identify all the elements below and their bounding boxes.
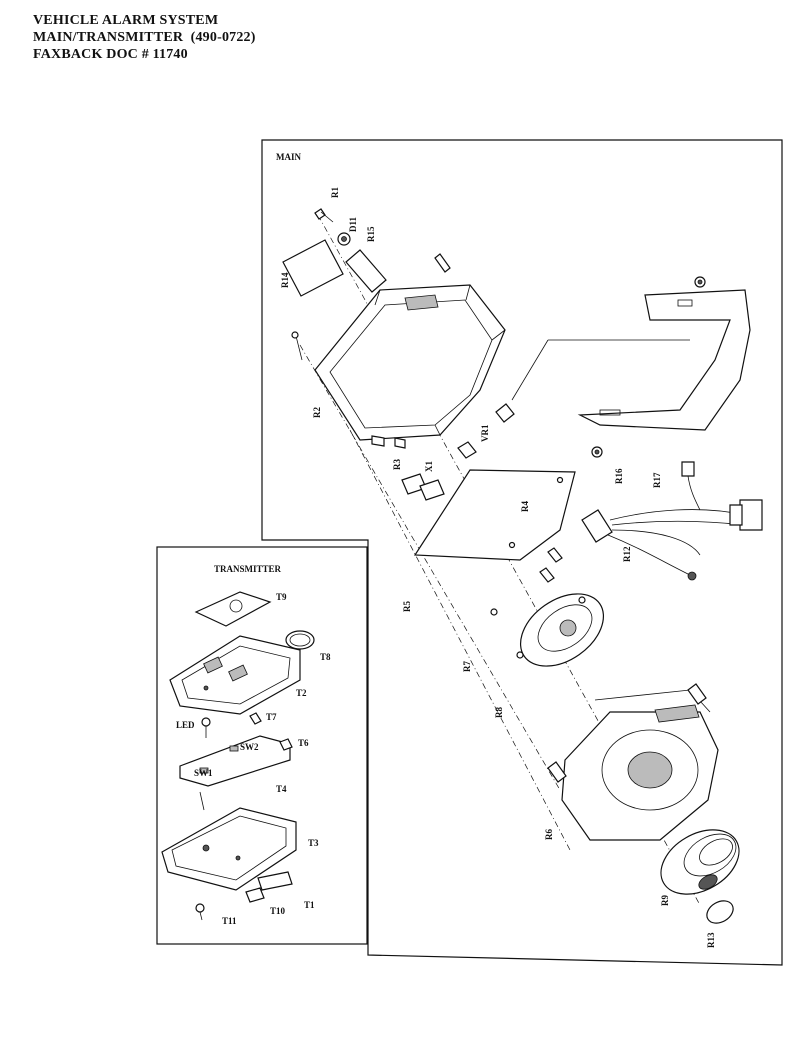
label-plate-t9 (194, 591, 272, 627)
transmitter-labels: T9 T8 T2 LED T7 SW2 T6 SW1 T4 T3 T11 T10… (176, 592, 331, 926)
label-r12: R12 (622, 546, 632, 562)
leader-line-bracket (511, 339, 549, 401)
main-panel-title: MAIN (276, 152, 301, 162)
nut-r16 (591, 446, 603, 458)
screw-top-right (694, 276, 706, 288)
mounting-bracket-r17 (577, 289, 751, 431)
label-t6: T6 (298, 738, 309, 748)
label-r8: R8 (494, 707, 504, 718)
label-r6: R6 (544, 829, 554, 840)
label-d11: D11 (348, 216, 358, 232)
screw-t7 (249, 712, 262, 725)
label-t11: T11 (222, 916, 237, 926)
housing-r2 (314, 284, 506, 449)
label-x1: X1 (424, 461, 434, 472)
horn-grille-r9 (660, 829, 740, 895)
potentiometer-vr1 (457, 403, 515, 459)
top-case-t2 (169, 635, 301, 715)
label-t7: T7 (266, 712, 277, 722)
main-panel-border (261, 139, 783, 966)
label-sw2: SW2 (240, 742, 259, 752)
label-r14: R14 (280, 272, 290, 288)
label-r17: R17 (652, 472, 662, 488)
label-t10: T10 (270, 906, 286, 916)
label-r9: R9 (660, 895, 670, 906)
wire-harness-r12 (581, 461, 763, 581)
battery-t1-t10 (245, 871, 293, 903)
assembly-axis-line-3 (349, 429, 571, 851)
battery-contact-t4 (199, 791, 205, 811)
circuit-board-t6 (179, 735, 293, 787)
label-r15: R15 (366, 226, 376, 242)
small-screws-r5 (490, 547, 563, 616)
transmitter-panel-title: TRANSMITTER (214, 564, 282, 574)
label-r5: R5 (402, 601, 412, 612)
cap-r13 (706, 900, 734, 924)
label-vr1: VR1 (480, 424, 490, 442)
bottom-case-t3 (161, 807, 297, 891)
document-header: VEHICLE ALARM SYSTEM MAIN/TRANSMITTER (4… (33, 12, 256, 63)
label-t9: T9 (276, 592, 287, 602)
label-t3: T3 (308, 838, 319, 848)
header-title: VEHICLE ALARM SYSTEM (33, 13, 219, 28)
speaker-driver-r7-r8 (516, 593, 605, 667)
key-ring-t8 (285, 630, 315, 650)
header-doc-number: FAXBACK DOC # 11740 (33, 47, 188, 62)
main-labels: R1 D11 R15 R14 R2 VR1 R3 X1 R4 R5 R7 R8 … (280, 187, 716, 948)
label-r7: R7 (462, 661, 472, 672)
connector-r3-x1 (401, 473, 445, 501)
transmitter-led (201, 717, 211, 738)
circuit-board-r4 (413, 469, 576, 561)
bracket-r15 (345, 249, 387, 293)
label-sw1: SW1 (194, 768, 213, 778)
horn-housing-r6 (547, 683, 719, 841)
screw-r1 (314, 208, 334, 223)
label-t1: T1 (304, 900, 315, 910)
plate-r14 (282, 239, 344, 297)
label-r4: R4 (520, 501, 530, 512)
label-r3: R3 (392, 459, 402, 470)
screw-left-long (291, 331, 303, 361)
label-r13: R13 (706, 932, 716, 948)
label-t8: T8 (320, 652, 331, 662)
header-model: MAIN/TRANSMITTER (490-0722) (33, 30, 256, 45)
label-r1: R1 (330, 187, 340, 198)
assembly-axis-line-2 (299, 344, 561, 791)
label-r16: R16 (614, 468, 624, 484)
transmitter-panel-border (156, 546, 368, 945)
label-r2: R2 (312, 407, 322, 418)
label-t2: T2 (296, 688, 307, 698)
led-d11 (337, 232, 351, 246)
screw-upper (434, 253, 451, 273)
screw-t11 (195, 903, 205, 921)
label-led: LED (176, 720, 195, 730)
label-t4: T4 (276, 784, 287, 794)
